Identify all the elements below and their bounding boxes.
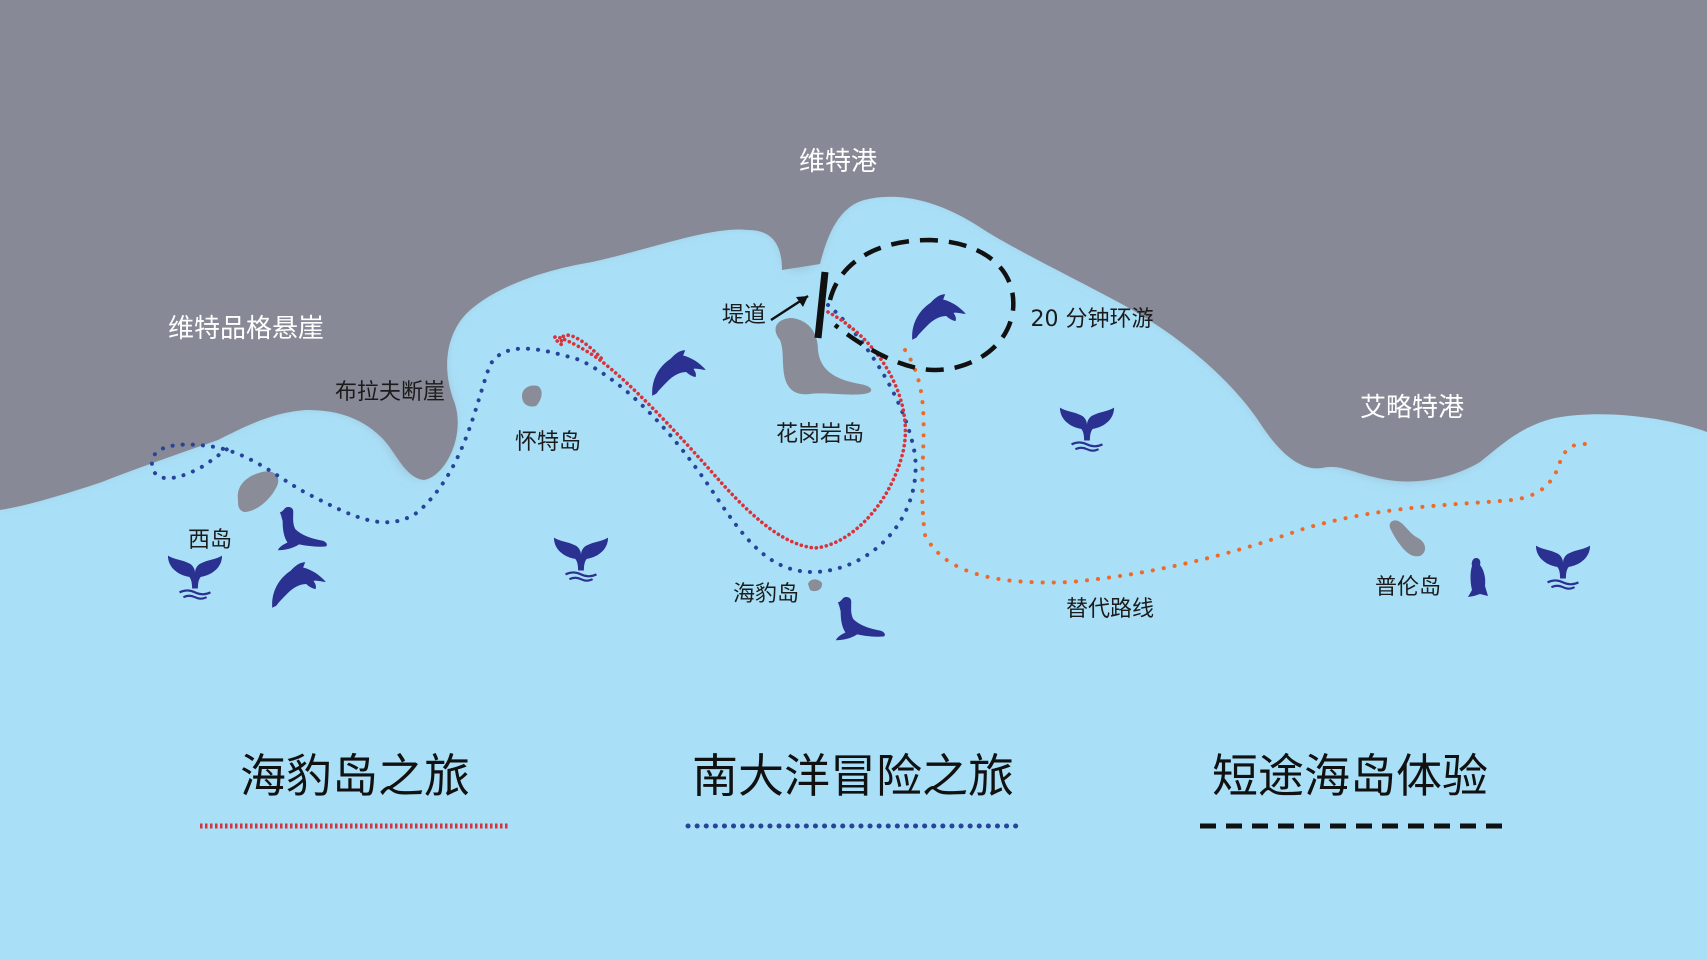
island-west [237,471,279,512]
label-cliff-bula: 布拉夫断崖 [335,380,445,405]
place-labels: 维特港 维特品格悬崖 艾略特港 布拉夫断崖 怀特岛 西岛 花岗岩岛 海豹岛 普伦… [168,147,1464,622]
label-island-white: 怀特岛 [515,430,581,455]
mainland [0,0,1707,510]
label-island-west: 西岛 [188,528,232,553]
route-seal-island [553,310,908,550]
legend-title-southern-ocean: 南大洋冒险之旅 [692,749,1014,803]
label-cliff-vitpinger: 维特品格悬崖 [168,314,324,344]
causeway [814,271,829,339]
routes [150,237,1597,585]
label-island-granite: 花岗岩岛 [776,422,864,447]
island-pullen [1389,520,1426,557]
label-causeway: 堤道 [722,303,766,328]
islands [237,318,1426,592]
causeway-arrowhead [796,296,808,307]
label-island-seal: 海豹岛 [733,582,799,607]
legend-title-short-island: 短途海岛体验 [1212,749,1488,803]
legend: 海豹岛之旅 南大洋冒险之旅 短途海岛体验 [200,749,1508,829]
island-white [522,385,542,407]
route-alternative [903,348,1597,585]
label-island-pullen: 普伦岛 [1375,575,1441,600]
route-short-island [827,237,1016,373]
route-southern-ocean [150,303,918,575]
legend-title-seal-island: 海豹岛之旅 [240,749,470,803]
label-alt-route: 替代路线 [1066,597,1154,622]
label-port-vite: 维特港 [799,147,877,177]
island-granite [775,318,872,395]
island-seal [808,579,823,592]
label-loop-20min: 20 分钟环游 [1031,307,1154,332]
label-port-elliot: 艾略特港 [1360,393,1464,423]
